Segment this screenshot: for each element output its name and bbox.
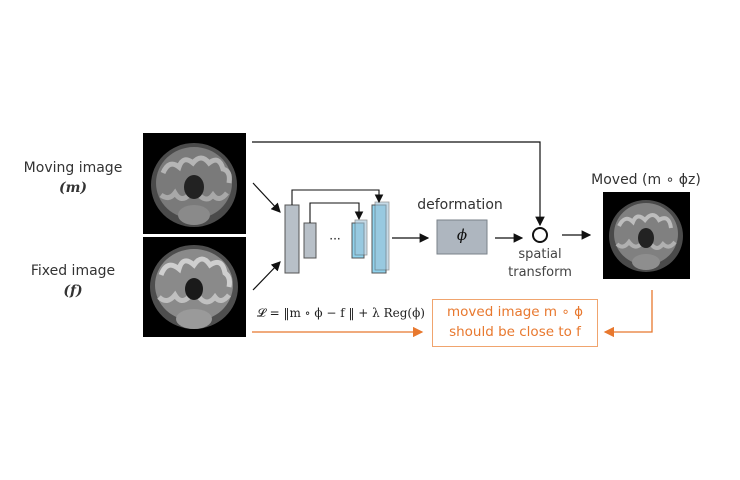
moving-image-symbol: (m) — [58, 180, 88, 196]
phi-symbol: ϕ — [456, 226, 468, 244]
note-line-2: should be close to f — [449, 324, 581, 340]
spatial-transform-node — [532, 227, 548, 243]
deformation-box — [436, 219, 488, 255]
spatial-label: spatial — [518, 247, 562, 262]
transform-label: transform — [508, 265, 572, 280]
moving-image-label: Moving image — [23, 160, 123, 176]
decoder-block-1-shadow — [354, 219, 368, 256]
moved-image — [603, 192, 690, 279]
fixed-image — [143, 237, 246, 337]
loss-formula: 𝓛 = ‖m ∘ ϕ − f ‖ + λ Reg(ϕ) — [257, 306, 425, 320]
moving-to-transform-arrow — [252, 141, 545, 227]
decoder-block-2-shadow — [374, 201, 390, 271]
skip-connection-inner — [309, 202, 364, 223]
moved-image-title: Moved (m ∘ ϕz) — [591, 172, 701, 188]
fixed-image-symbol: (f) — [63, 283, 83, 299]
moving-image — [143, 133, 246, 234]
fixed-image-label: Fixed image — [30, 263, 116, 279]
similarity-note: moved image m ∘ ϕ should be close to f — [432, 299, 598, 347]
network-ellipsis: ··· — [329, 232, 341, 246]
skip-connection-outer — [291, 189, 384, 205]
deformation-label: deformation — [417, 197, 503, 213]
encoder-block-2 — [303, 222, 317, 259]
note-line-1: moved image m ∘ ϕ — [447, 304, 583, 320]
moving-to-network-arrow — [252, 182, 281, 213]
encoder-block-1 — [284, 204, 300, 274]
fixed-to-network-arrow — [252, 261, 281, 291]
moved-to-note-arrow — [603, 290, 653, 338]
